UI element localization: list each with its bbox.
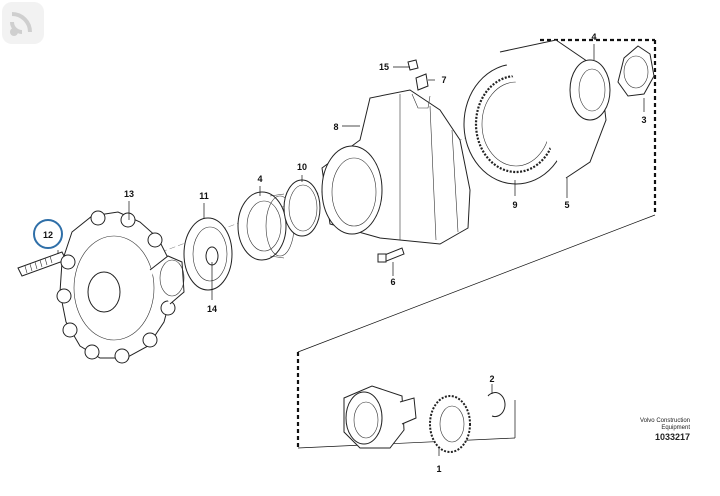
callout-4-lower: 4 bbox=[257, 174, 262, 184]
seal-part bbox=[183, 217, 233, 291]
highlight-ring bbox=[33, 219, 63, 249]
assembly-frame bbox=[296, 38, 657, 449]
callout-4-upper: 4 bbox=[591, 32, 596, 42]
callout-11: 11 bbox=[199, 191, 209, 201]
callout-8: 8 bbox=[333, 122, 338, 132]
circlip-part bbox=[487, 392, 506, 418]
callout-12: 12 bbox=[43, 230, 53, 240]
watermark-logo bbox=[2, 2, 44, 44]
callout-3: 3 bbox=[641, 115, 646, 125]
callout-2: 2 bbox=[489, 374, 494, 384]
leader-lines bbox=[57, 44, 645, 456]
screw-part-6 bbox=[377, 247, 405, 263]
drawing-credit: Volvo Construction Equipment 1033217 bbox=[640, 418, 690, 442]
callout-labels: 1 2 3 4 4 5 6 7 8 9 10 11 12 13 14 15 bbox=[33, 32, 647, 474]
callout-14: 14 bbox=[207, 304, 217, 314]
brand-line-2: Equipment bbox=[661, 425, 690, 431]
housing-part bbox=[321, 89, 471, 245]
bolt-part-15 bbox=[407, 59, 419, 71]
drawing-number: 1033217 bbox=[654, 432, 690, 442]
callout-13: 13 bbox=[124, 189, 134, 199]
bolt-part-7 bbox=[415, 73, 429, 91]
callout-5: 5 bbox=[564, 200, 569, 210]
stud-part bbox=[17, 251, 67, 277]
callout-10: 10 bbox=[297, 162, 307, 172]
ring-part-10 bbox=[283, 179, 321, 237]
callout-15: 15 bbox=[379, 62, 389, 72]
brand-line-1: Volvo Construction bbox=[639, 418, 690, 424]
callout-6: 6 bbox=[390, 277, 395, 287]
callout-1: 1 bbox=[436, 464, 441, 474]
callout-9: 9 bbox=[512, 200, 517, 210]
hub-part bbox=[56, 210, 185, 364]
bearing-part-lower bbox=[237, 191, 295, 261]
callout-7: 7 bbox=[441, 75, 446, 85]
bearing-part-upper bbox=[569, 59, 611, 121]
nut-part bbox=[617, 45, 655, 97]
sun-gear-assembly bbox=[343, 385, 471, 453]
